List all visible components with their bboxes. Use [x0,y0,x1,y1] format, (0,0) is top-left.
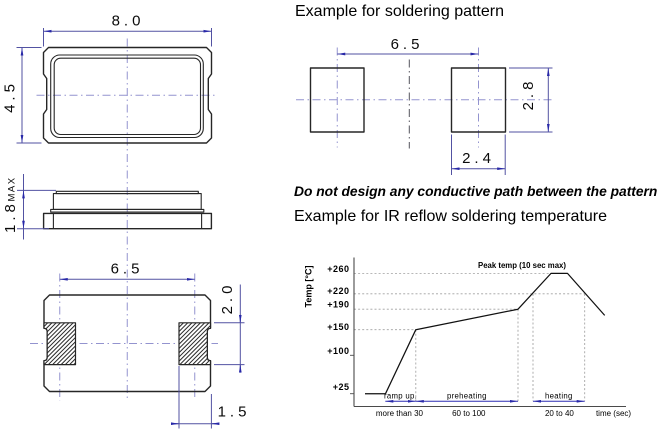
solder-pattern-drawing: 6.5 2.8 2.4 [296,36,554,175]
chart-phase-label: ramp up. [384,392,417,401]
chart-y-tick-label: +150 [327,322,349,332]
heading-soldering-pattern: Example for soldering pattern [295,3,504,20]
side-view-lid-top [55,190,199,195]
package-side-view: 1.8 MAX [2,174,213,240]
reflow-temperature-chart: +260 +220 +190 +150 +100 +25 Peak temp (10 sec… [304,257,631,418]
solder-pad-left [309,67,365,133]
dim-label-pad-pitch: 6.5 [111,261,144,278]
dim-label-pad-length: 2.0 [219,282,236,315]
chart-y-tick-label: +260 [327,264,349,274]
chart-y-axis-label: Temp [°C] [304,266,314,308]
heading-reflow-temperature: Example for IR reflow soldering temperat… [294,208,608,225]
package-bottom-view: 6.5 2.0 1.5 [30,261,251,429]
top-view-outline [42,46,213,144]
chart-x-axis-label: time (sec) [596,409,631,418]
dim-label-package-height: 4.5 [2,80,19,113]
bottom-view-pad-right [178,322,212,366]
dim-label-pad-width: 1.5 [218,404,251,421]
chart-phase-duration: 60 to 100 [452,409,486,418]
top-view-lid-inner [53,57,202,136]
top-view-lid-outer [50,54,204,139]
dim-label-package-width: 8.0 [112,13,145,30]
bottom-view-pad-left [43,322,77,366]
chart-y-tick-label: +220 [327,286,349,296]
chart-phase-label: heating [545,392,573,401]
side-view-base [42,212,213,230]
dim-label-package-thickness: 1.8 [2,200,19,233]
chart-phase-label: preheating [447,392,487,401]
chart-peak-annotation: Peak temp (10 sec max) [478,261,566,270]
chart-temperature-curve [365,272,606,395]
chart-phase-duration: 20 to 40 [545,409,574,418]
solder-pad-right [450,67,507,133]
dim-label-solder-width: 2.4 [462,150,495,167]
dim-label-solder-pitch: 6.5 [391,36,424,53]
dim-label-package-thickness-suffix: MAX [7,176,18,201]
chart-phase-duration: more than 30 [376,409,424,418]
chart-y-tick-label: +100 [327,346,349,356]
heading-warning-note: Do not design any conductive path betwee… [294,184,658,199]
package-top-view: 8.0 4.5 [2,13,218,144]
chart-y-tick-label: +190 [327,300,349,310]
chart-y-tick-label: +25 [333,382,350,392]
dim-label-solder-height: 2.8 [520,78,537,111]
